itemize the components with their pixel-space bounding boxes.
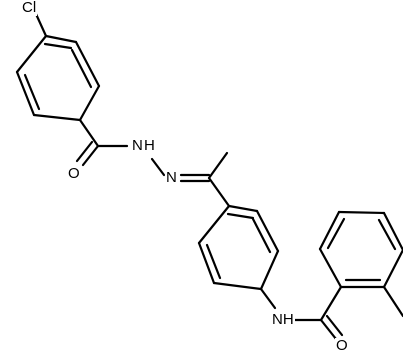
bond-ring3-methyl [382, 285, 403, 318]
bond-amide-ring3 [319, 285, 343, 322]
bond-ring1-a [15, 34, 48, 74]
bond-ring1-f [44, 34, 78, 44]
bond-ring3-a [318, 247, 343, 289]
bond-ring1-b [15, 70, 36, 117]
bond-ring2-f [227, 204, 259, 213]
bond-ring2-a [197, 204, 231, 245]
bond-ring3-d [382, 211, 403, 252]
bond-imine-ring2 [207, 176, 231, 208]
bond-ring1-d [78, 84, 101, 122]
bond-hydrazide-co-2 [75, 140, 94, 163]
bond-hydrazide-co-1 [81, 144, 100, 167]
bond-ring2-d [259, 249, 280, 291]
bond-ring1-e [74, 40, 101, 88]
bond-ring1-inner-a [23, 73, 41, 111]
bond-ring2-inner-b [251, 217, 272, 254]
bond-ring1-carbonyl [78, 118, 100, 148]
bond-ring1-c [32, 113, 82, 122]
bond-ring2-e [255, 209, 280, 253]
imine-n-label: N [165, 169, 178, 186]
hydrazide-o-label: O [67, 165, 81, 182]
bond-ring2-inner-c [226, 212, 255, 220]
bond-ring2-c [212, 281, 263, 291]
amide-nh-label: NH [271, 311, 295, 328]
bond-ring1-inner-b [70, 48, 93, 89]
bond-ring3-inner-b [377, 218, 397, 251]
bond-amide-co-1 [319, 318, 338, 341]
bond-ring2-b [197, 241, 216, 285]
bond-amide-co-2 [325, 314, 344, 337]
bond-ring3-c [337, 210, 386, 215]
bond-ring3-inner-a [326, 217, 346, 250]
bond-ring2-nh [259, 287, 277, 310]
bond-cl-c [34, 12, 48, 38]
bond-ring3-e [382, 248, 403, 289]
bond-imine-methyl [207, 151, 229, 180]
amide-o-label: O [335, 337, 349, 354]
bond-ring3-b [318, 210, 341, 251]
hydrazide-n-label: N [131, 137, 144, 154]
bond-n-n [150, 157, 166, 177]
hydrazide-h-label: H [143, 137, 156, 154]
chlorine-label: Cl [21, 0, 38, 16]
bond-ring1-inner-c [43, 42, 73, 50]
bond-ring2-inner-a [205, 243, 222, 280]
